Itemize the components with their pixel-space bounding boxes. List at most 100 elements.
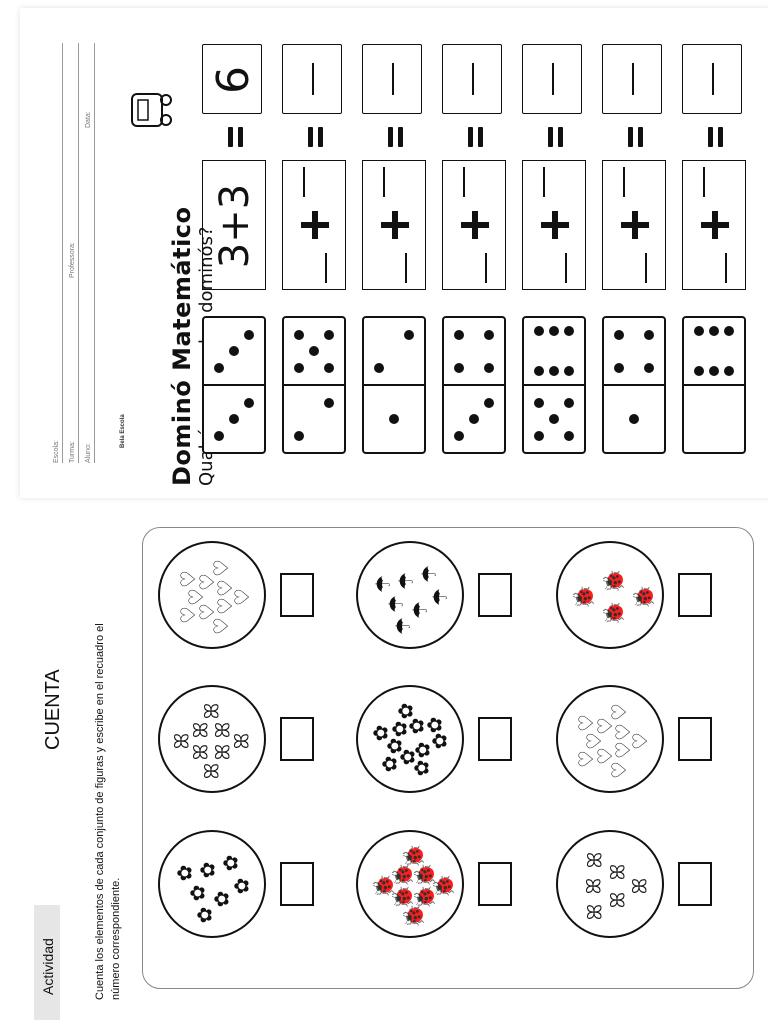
domino-pip [324, 397, 334, 408]
umbrella-icon: ☂ [393, 617, 416, 636]
worksheet-heading: CUENTA [42, 669, 64, 750]
domino-pip [214, 362, 224, 373]
result-box[interactable] [442, 44, 502, 114]
domino-row [682, 44, 746, 454]
answer-blank-line [632, 63, 634, 95]
instructions-line-2: número correspondiente. [110, 877, 122, 1000]
butterfly-icon: ꕤ [629, 877, 652, 895]
plus-icon [381, 211, 409, 239]
domino-pip [614, 329, 624, 340]
domino-pip [614, 362, 624, 373]
sum-box[interactable] [442, 160, 506, 290]
sum-box[interactable] [682, 160, 746, 290]
butterfly-icon: ꕤ [584, 851, 607, 869]
answer-box[interactable] [280, 573, 314, 617]
domino-pip [564, 326, 574, 337]
domino-pip [534, 430, 544, 441]
addend-blank-line [383, 167, 385, 197]
ladybug-icon: 🐞 [603, 568, 626, 594]
butterfly-icon: ꕤ [212, 721, 235, 738]
domino-pip [724, 365, 734, 376]
heart-icon: ♡ [575, 749, 598, 768]
answer-blank-line [312, 63, 314, 95]
domino-worksheet: Escola: Turma: Aluno: Professora: Data: … [20, 8, 768, 498]
answer-box[interactable] [678, 862, 712, 906]
domino-pip [644, 329, 654, 340]
domino-pip [294, 329, 304, 340]
flower-icon: ✿ [174, 864, 197, 882]
domino-pip [534, 397, 544, 408]
activity-tab [34, 905, 60, 1020]
domino-pip [549, 326, 559, 337]
addend-blank-line [565, 253, 567, 283]
domino-pip [694, 365, 704, 376]
domino-pip [549, 365, 559, 376]
flower-icon: ✿ [379, 755, 402, 773]
page-title: Dominó Matemático [168, 206, 196, 486]
flower-icon: ✿ [220, 854, 243, 871]
answer-box[interactable] [678, 717, 712, 761]
domino-pip [244, 329, 254, 340]
equals-sign [225, 127, 243, 147]
heart-icon: ♡ [177, 605, 200, 624]
addend-blank-line [623, 167, 625, 197]
addend-blank-line [645, 253, 647, 283]
instructions-line-1: Cuenta los elementos de cada conjunto de… [94, 623, 106, 1000]
result-box[interactable] [682, 44, 742, 114]
domino-row [522, 44, 586, 454]
umbrella-icon: ☂ [409, 600, 432, 619]
domino-pip [534, 326, 544, 337]
domino-row [362, 44, 426, 454]
answer-box[interactable] [280, 862, 314, 906]
ladybug-icon: 🐞 [573, 584, 596, 610]
result-box[interactable] [602, 44, 662, 114]
domino-pip [709, 326, 719, 337]
butterfly-icon: ꕤ [212, 743, 235, 761]
answer-box[interactable] [478, 573, 512, 617]
domino-tile [602, 316, 666, 454]
ladybug-icon: 🐞 [414, 862, 437, 888]
butterfly-icon: ꕤ [583, 877, 606, 895]
answer-box[interactable] [478, 862, 512, 906]
umbrella-icon: ☂ [372, 575, 395, 593]
addend-blank-line [405, 253, 407, 283]
answer-box[interactable] [478, 717, 512, 761]
sum-box[interactable] [602, 160, 666, 290]
domino-worksheet-content: Escola: Turma: Aluno: Professora: Data: … [20, 8, 768, 498]
exercise-frame [142, 527, 754, 989]
umbrella-icon: ☂ [385, 594, 408, 613]
addend-blank-line [303, 167, 305, 197]
header-field-date: Data: [85, 111, 92, 128]
answer-blank-line [392, 63, 394, 95]
result-box[interactable] [522, 44, 582, 114]
flower-icon: ✿ [194, 906, 217, 924]
domino-pip [324, 329, 334, 340]
domino-pip [564, 365, 574, 376]
domino-row [442, 44, 506, 454]
addend-blank-line [725, 253, 727, 283]
sum-box[interactable] [282, 160, 346, 290]
addend-blank-line [463, 167, 465, 197]
domino-pip [229, 414, 239, 424]
answer-blank-line [552, 63, 554, 95]
ladybug-icon: 🐞 [603, 600, 626, 626]
domino-pip [484, 397, 494, 408]
result-box[interactable] [282, 44, 342, 114]
school-logo: Bela Escola [120, 414, 126, 448]
result-box[interactable]: 6 [202, 44, 262, 114]
header-field-class: Turma: [69, 441, 76, 463]
heart-icon: ♡ [609, 703, 632, 722]
butterfly-icon: ꕤ [189, 721, 212, 738]
domino-pip [229, 346, 239, 356]
answer-box[interactable] [678, 573, 712, 617]
answer-box[interactable] [280, 717, 314, 761]
ladybug-icon: 🐞 [392, 884, 415, 910]
sum-box[interactable] [362, 160, 426, 290]
equals-sign [465, 127, 483, 147]
counting-worksheet: Actividad CUENTA Cuenta los elementos de… [30, 515, 760, 1020]
result-box[interactable] [362, 44, 422, 114]
sum-box[interactable]: 3+3 [202, 160, 266, 290]
sum-box[interactable] [522, 160, 586, 290]
